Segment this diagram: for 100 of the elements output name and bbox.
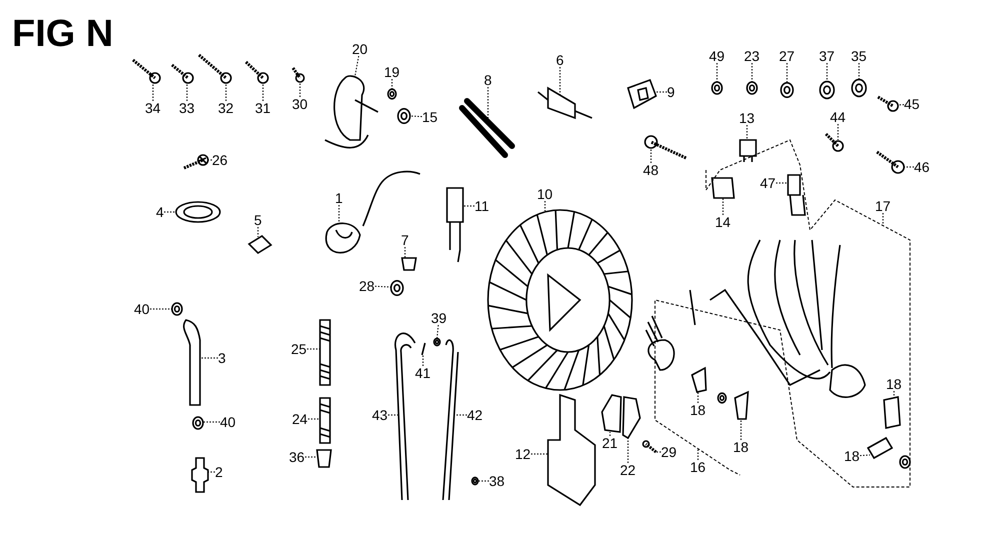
condenser-drawing — [446, 187, 464, 263]
leader-line — [152, 82, 154, 102]
callout-number: 18 — [733, 440, 749, 454]
clamp-drawing — [171, 302, 183, 316]
valve-drawing — [537, 87, 593, 120]
screw-drawing — [292, 67, 305, 83]
hose-drawing — [183, 319, 201, 406]
leader-line — [404, 246, 406, 258]
leader-line — [860, 454, 870, 456]
leader-line — [826, 62, 828, 82]
callout-number: 40 — [220, 415, 236, 429]
callout-number: 21 — [602, 436, 618, 450]
leader-line — [306, 348, 320, 350]
wire-drawing — [394, 332, 416, 501]
leader-line — [388, 414, 398, 416]
leader-line — [858, 62, 860, 80]
callout-number: 1 — [335, 191, 343, 205]
callout-number: 20 — [352, 42, 368, 56]
callout-number: 22 — [620, 463, 636, 477]
callout-number: 9 — [667, 85, 675, 99]
callout-number: 12 — [515, 447, 531, 461]
wire-drawing — [442, 339, 459, 501]
leader-line — [478, 480, 490, 482]
leader-line — [776, 182, 788, 184]
callout-number: 36 — [289, 450, 305, 464]
callout-number: 23 — [744, 49, 760, 63]
bolt-drawing — [244, 60, 269, 84]
leader-line — [354, 56, 360, 76]
connector-drawing — [739, 139, 757, 163]
nut-drawing — [471, 476, 479, 486]
connector-drawing — [711, 177, 735, 199]
callout-number: 27 — [779, 49, 795, 63]
leader-line — [456, 414, 468, 416]
callout-number: 26 — [212, 153, 228, 167]
callout-number: 44 — [830, 110, 846, 124]
callout-number: 33 — [179, 101, 195, 115]
bolt-drawing — [824, 132, 844, 152]
bolt-drawing — [183, 154, 209, 170]
leader-line — [262, 82, 264, 102]
callout-number: 5 — [254, 213, 262, 227]
callout-number: 11 — [474, 199, 490, 213]
callout-number: 15 — [422, 110, 438, 124]
bracket-drawing — [324, 75, 379, 148]
callout-number: 48 — [643, 163, 659, 177]
callout-number: 32 — [218, 101, 234, 115]
stud-drawing — [319, 397, 331, 444]
stud-drawing — [319, 319, 331, 386]
clip-drawing — [433, 338, 441, 346]
washer-drawing — [819, 80, 835, 100]
leader-line — [650, 148, 652, 164]
leader-line — [436, 324, 439, 339]
o-ring-drawing — [390, 280, 404, 296]
leader-line — [186, 82, 188, 102]
bolt-drawing — [132, 58, 161, 84]
callout-number: 29 — [661, 445, 677, 459]
grommet-drawing — [316, 449, 332, 468]
bolt-drawing — [876, 150, 905, 174]
callout-number: 18 — [690, 403, 706, 417]
callout-number: 13 — [739, 111, 755, 125]
callout-number: 41 — [415, 366, 431, 380]
gasket-drawing — [627, 78, 657, 110]
cap-drawing — [401, 257, 417, 271]
callout-number: 2 — [215, 465, 223, 479]
grip-drawing — [459, 98, 515, 158]
leader-line — [898, 104, 904, 106]
seal-ring-drawing — [175, 201, 221, 223]
leader-line — [544, 200, 546, 212]
callout-number: 31 — [255, 101, 271, 115]
bolt-drawing — [877, 96, 899, 112]
callout-number: 42 — [467, 408, 483, 422]
callout-number: 25 — [291, 342, 307, 356]
callout-number: 46 — [914, 160, 930, 174]
callout-number: 14 — [715, 215, 731, 229]
leader-line — [410, 116, 422, 118]
leader-line — [786, 62, 788, 84]
screw-drawing — [642, 440, 657, 454]
leader-line — [308, 418, 320, 420]
ignition-coil-drawing — [325, 222, 361, 254]
callout-number: 7 — [401, 233, 409, 247]
bracket-drawing — [547, 394, 596, 506]
bolt-drawing — [198, 54, 232, 84]
flywheel-drawing — [487, 209, 633, 391]
callout-number: 24 — [292, 412, 308, 426]
terminal-drawing — [691, 366, 707, 393]
callout-number: 6 — [556, 53, 564, 67]
callout-number: 37 — [819, 49, 835, 63]
leader-line — [374, 286, 392, 288]
callout-number: 19 — [384, 65, 400, 79]
bolt-drawing — [644, 135, 687, 160]
callout-number: 40 — [134, 302, 150, 316]
leader-line — [338, 204, 340, 224]
callout-number: 45 — [904, 97, 920, 111]
callout-number: 34 — [145, 101, 161, 115]
switch-drawing — [601, 394, 622, 433]
leader-line — [150, 308, 172, 310]
leader-line — [746, 124, 748, 140]
callout-number: 18 — [844, 449, 860, 463]
leader-line — [304, 456, 318, 458]
terminal-drawing — [883, 396, 901, 429]
fuse-drawing — [787, 174, 806, 216]
